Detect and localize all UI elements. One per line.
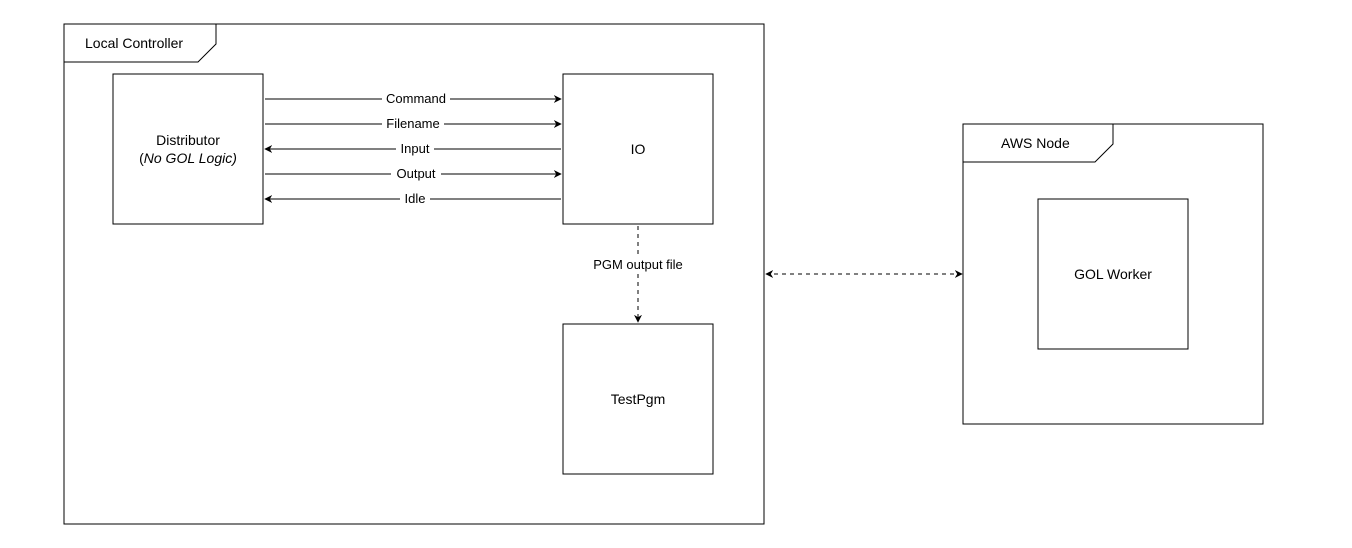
testpgm-title: TestPgm xyxy=(611,391,665,407)
idle-label: Idle xyxy=(405,191,426,206)
output-edge: Output xyxy=(265,166,562,181)
gol-worker-node: GOL Worker xyxy=(1037,198,1189,350)
command-edge: Command xyxy=(265,91,562,106)
idle-edge: Idle xyxy=(264,191,561,206)
local-controller-title: Local Controller xyxy=(85,35,183,51)
distributor-subtitle: (No GOL Logic) xyxy=(139,150,237,166)
gol-worker-title: GOL Worker xyxy=(1074,266,1152,282)
local-controller-tab xyxy=(64,23,217,63)
pgm-output-label: PGM output file xyxy=(593,257,683,272)
filename-edge: Filename xyxy=(265,116,562,131)
pgm-output-edge: PGM output file xyxy=(586,226,690,323)
distributor-subtitle-italic: No GOL Logic) xyxy=(144,150,237,166)
input-label: Input xyxy=(401,141,430,156)
aws-node-title: AWS Node xyxy=(1001,135,1070,151)
distributor-subtitle-prefix: ( xyxy=(139,150,144,166)
output-label: Output xyxy=(396,166,435,181)
command-label: Command xyxy=(386,91,446,106)
input-edge: Input xyxy=(264,141,561,156)
distributor-title: Distributor xyxy=(156,132,220,148)
aws-node-tab xyxy=(963,123,1114,163)
distributor-node: Distributor (No GOL Logic) xyxy=(112,73,264,225)
testpgm-node: TestPgm xyxy=(562,323,714,475)
io-title: IO xyxy=(631,141,646,157)
io-node: IO xyxy=(562,73,714,225)
filename-label: Filename xyxy=(386,116,439,131)
